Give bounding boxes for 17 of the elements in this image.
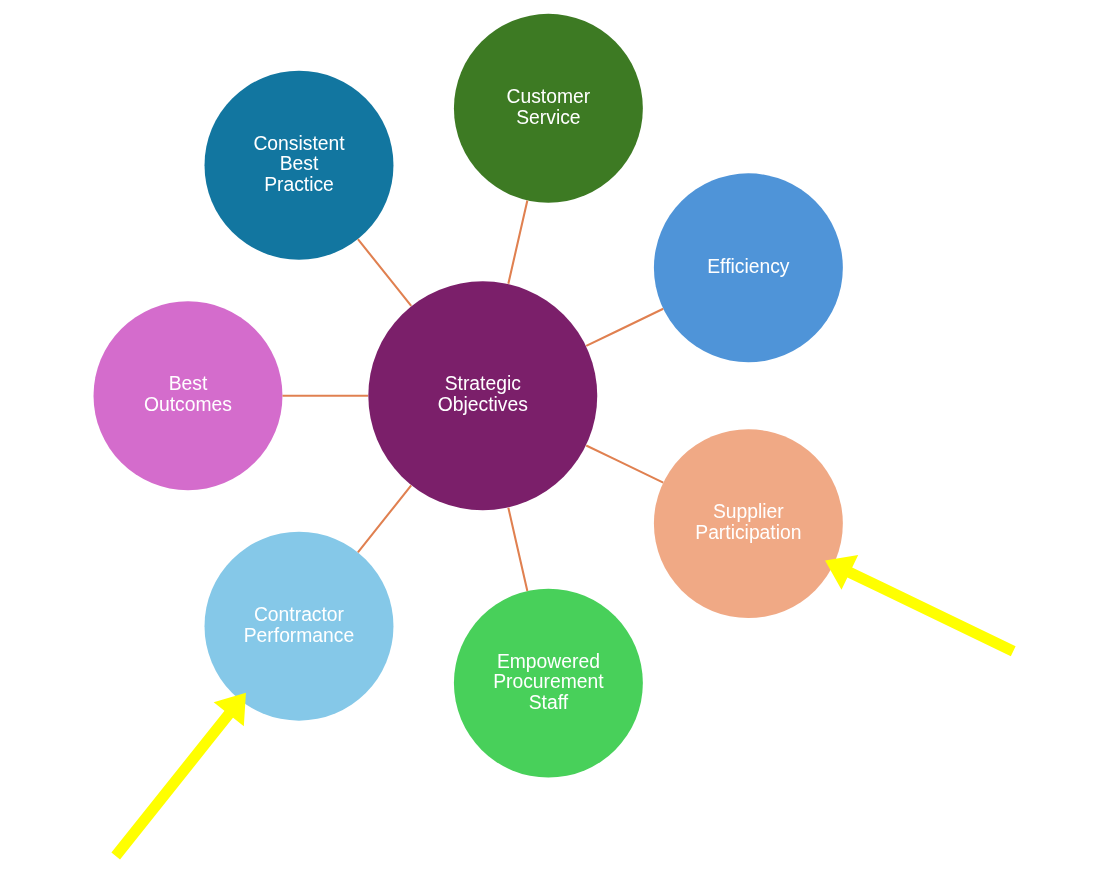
connector <box>506 200 528 284</box>
node-circle: Customer Service <box>453 13 643 203</box>
connector <box>356 484 412 553</box>
node-circle: Empowered Procurement Staff <box>453 588 643 778</box>
connector <box>585 444 664 484</box>
connector <box>356 238 412 307</box>
node-circle: Efficiency <box>653 173 843 363</box>
node-circle: Best Outcomes <box>93 301 282 491</box>
node-circle: Contractor Performance <box>204 531 393 721</box>
node-circle: Consistent Best Practice <box>204 70 393 260</box>
node-circle: Supplier Participation <box>653 429 843 619</box>
connector <box>506 507 528 592</box>
connector <box>585 307 664 347</box>
node-circle: Strategic Objectives <box>367 281 597 511</box>
connector <box>282 394 368 397</box>
arrow <box>110 692 246 860</box>
arrow <box>824 555 1016 657</box>
